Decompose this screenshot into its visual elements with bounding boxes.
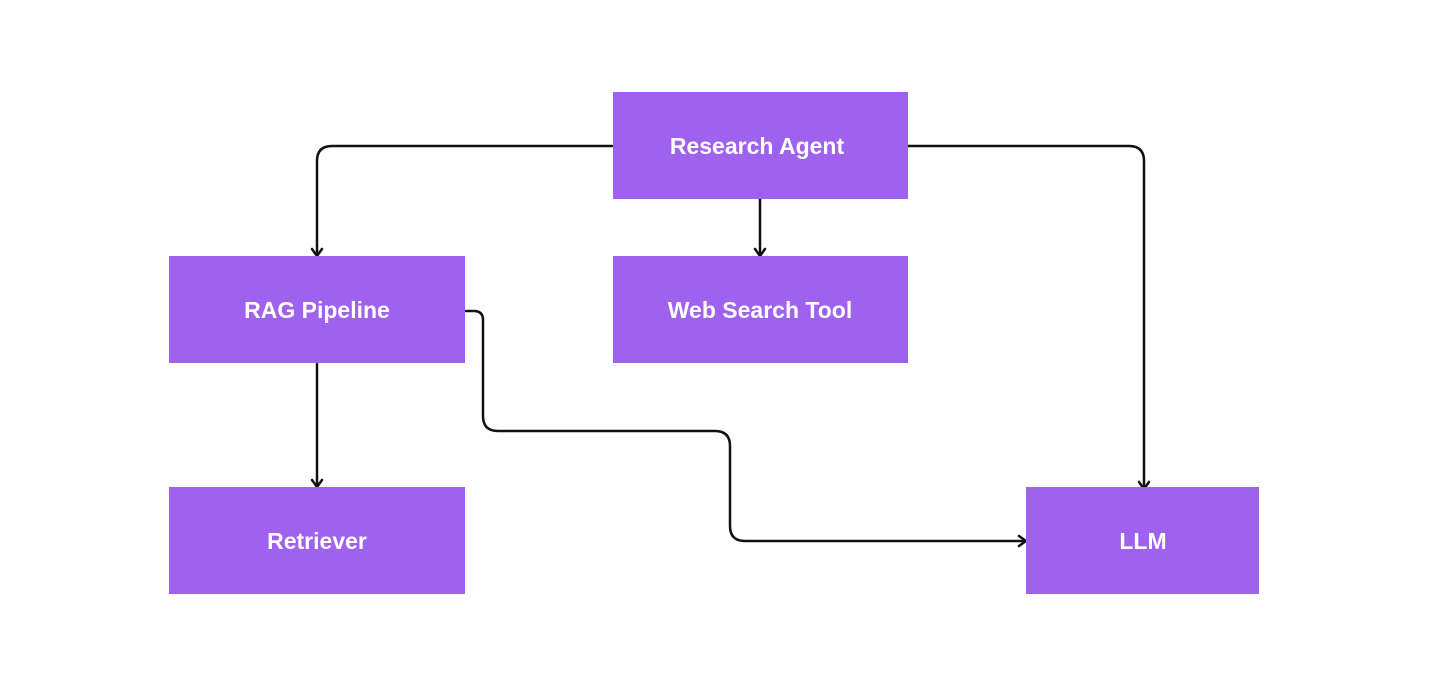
edges bbox=[310, 144, 1151, 548]
node-label-web-search-tool: Web Search Tool bbox=[668, 297, 852, 323]
node-retriever[interactable]: Retriever bbox=[169, 487, 465, 594]
node-label-rag-pipeline: RAG Pipeline bbox=[244, 297, 390, 323]
node-web-search-tool[interactable]: Web Search Tool bbox=[613, 256, 908, 363]
edge-research-agent-to-web-search-tool bbox=[753, 197, 767, 258]
node-label-research-agent: Research Agent bbox=[670, 133, 845, 159]
edge-research-agent-to-llm bbox=[906, 144, 1151, 491]
node-research-agent[interactable]: Research Agent bbox=[613, 92, 908, 199]
edge-research-agent-to-rag-pipeline bbox=[310, 144, 614, 258]
nodes: Research Agent RAG Pipeline Web Search T… bbox=[169, 92, 1259, 594]
node-label-retriever: Retriever bbox=[267, 528, 367, 554]
node-label-llm: LLM bbox=[1119, 528, 1166, 554]
node-rag-pipeline[interactable]: RAG Pipeline bbox=[169, 256, 465, 363]
node-llm[interactable]: LLM bbox=[1026, 487, 1259, 594]
edge-rag-pipeline-to-retriever bbox=[310, 362, 324, 489]
